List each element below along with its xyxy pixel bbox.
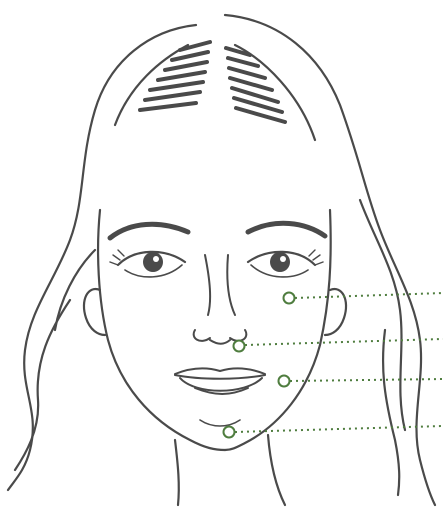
chin: [200, 420, 240, 426]
cheek-marker-dot[interactable]: [284, 293, 295, 304]
left-iris: [143, 252, 163, 272]
eyes: [110, 250, 323, 277]
face-contour: [84, 210, 346, 505]
hair-outline: [8, 15, 435, 505]
cheek-marker[interactable]: [284, 293, 443, 304]
treatment-markers: [224, 293, 443, 438]
jowl-marker-dot[interactable]: [279, 376, 290, 387]
nasolabial-marker-line: [245, 339, 443, 345]
nasolabial-marker[interactable]: [234, 339, 443, 352]
right-iris: [270, 252, 290, 272]
mouth: [175, 368, 265, 394]
hair-part-strands: [140, 42, 285, 122]
nose: [194, 255, 247, 344]
cheek-marker-line: [295, 293, 443, 298]
chin-marker-dot[interactable]: [224, 427, 235, 438]
eyebrows: [110, 223, 325, 238]
nasolabial-marker-dot[interactable]: [234, 341, 245, 352]
